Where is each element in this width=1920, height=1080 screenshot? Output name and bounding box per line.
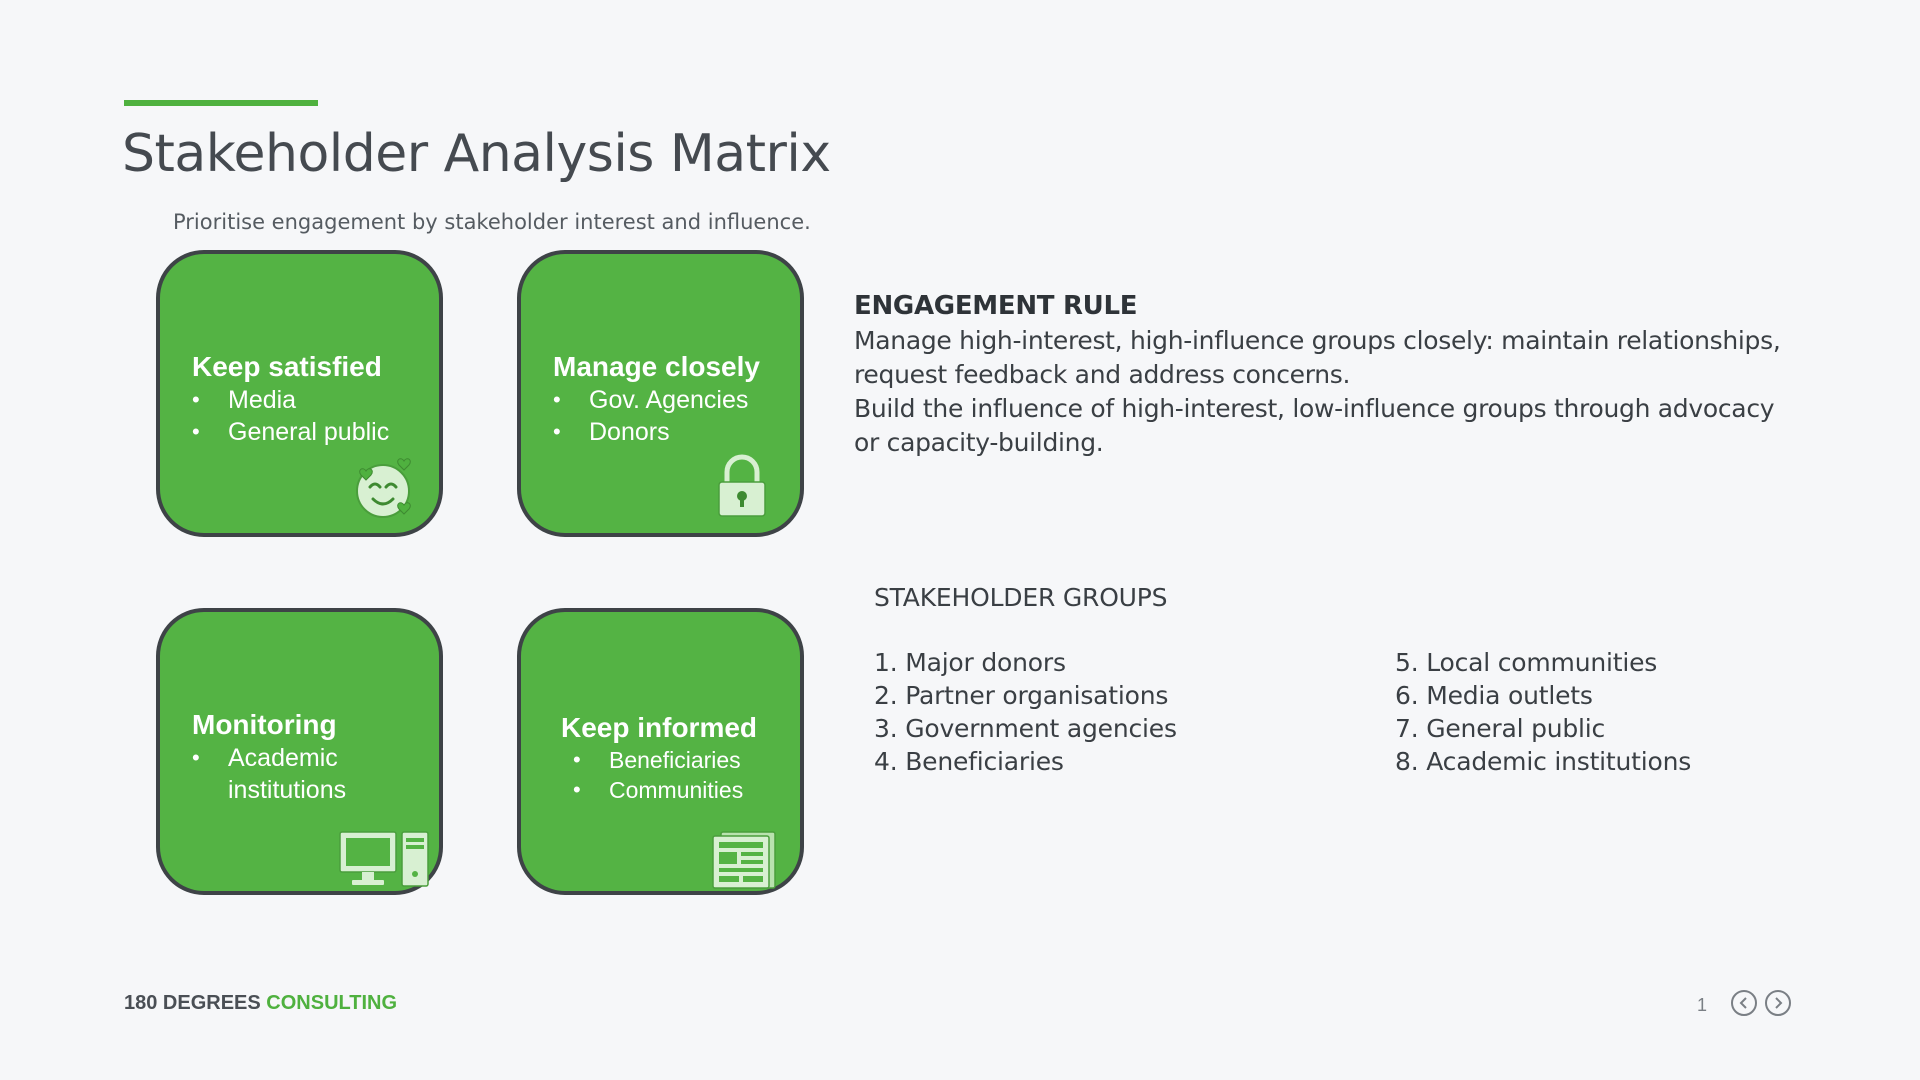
quadrant-item: Media bbox=[192, 384, 429, 416]
page-subtitle: Prioritise engagement by stakeholder int… bbox=[173, 210, 811, 234]
stakeholder-groups-list: 1. Major donors 2. Partner organisations… bbox=[874, 646, 1177, 778]
engagement-rule: ENGAGEMENT RULE Manage high-interest, hi… bbox=[854, 288, 1794, 460]
list-item: 4. Beneficiaries bbox=[874, 747, 1064, 776]
list-item: 3. Government agencies bbox=[874, 714, 1177, 743]
quadrant-monitoring: Monitoring Academic institutions bbox=[156, 608, 443, 895]
quadrant-manage-closely: Manage closely Gov. Agencies Donors bbox=[517, 250, 804, 537]
list-item: 2. Partner organisations bbox=[874, 681, 1169, 710]
stakeholder-groups-title: STAKEHOLDER GROUPS bbox=[874, 583, 1168, 612]
previous-slide-button[interactable] bbox=[1731, 990, 1757, 1016]
quadrant-list: Media General public bbox=[192, 384, 429, 448]
quadrant-item: Communities bbox=[573, 775, 790, 805]
engagement-rule-text: Build the influence of high-interest, lo… bbox=[854, 394, 1775, 457]
list-item: 1. Major donors bbox=[874, 648, 1066, 677]
padlock-icon bbox=[718, 454, 766, 517]
chevron-right-icon bbox=[1775, 997, 1783, 1009]
quadrant-heading: Monitoring bbox=[192, 709, 337, 740]
quadrant-item: Beneficiaries bbox=[573, 745, 790, 775]
footer-brand: 180 DEGREES CONSULTING bbox=[124, 992, 397, 1015]
quadrant-keep-satisfied: Keep satisfied Media General public bbox=[156, 250, 443, 537]
newspaper-icon bbox=[712, 831, 776, 889]
quadrant-list: Academic institutions bbox=[192, 742, 429, 806]
quadrant-item: General public bbox=[192, 416, 429, 448]
quadrant-list: Beneficiaries Communities bbox=[573, 745, 790, 805]
list-item: 8. Academic institutions bbox=[1395, 747, 1692, 776]
desktop-computer-icon bbox=[339, 831, 429, 887]
title-accent-bar bbox=[124, 100, 318, 106]
list-item: 6. Media outlets bbox=[1395, 681, 1593, 710]
brand-text-accent: CONSULTING bbox=[266, 992, 398, 1014]
quadrant-item: Academic institutions bbox=[192, 742, 428, 806]
quadrant-keep-informed: Keep informed Beneficiaries Communities bbox=[517, 608, 804, 895]
list-item: 5. Local communities bbox=[1395, 648, 1658, 677]
page-number: 1 bbox=[1697, 995, 1708, 1015]
chevron-left-icon bbox=[1739, 997, 1747, 1009]
quadrant-item: Gov. Agencies bbox=[553, 384, 790, 416]
next-slide-button[interactable] bbox=[1765, 990, 1791, 1016]
quadrant-heading: Keep satisfied bbox=[192, 351, 382, 382]
quadrant-heading: Keep informed bbox=[561, 712, 758, 743]
smiling-face-hearts-icon bbox=[356, 458, 411, 518]
quadrant-item: Donors bbox=[553, 416, 790, 448]
engagement-rule-title: ENGAGEMENT RULE bbox=[854, 291, 1138, 321]
quadrant-list: Gov. Agencies Donors bbox=[553, 384, 790, 448]
page-title: Stakeholder Analysis Matrix bbox=[122, 124, 831, 184]
stakeholder-groups-list: 5. Local communities 6. Media outlets 7.… bbox=[1395, 646, 1691, 778]
brand-text: 180 DEGREES bbox=[124, 992, 267, 1014]
list-item: 7. General public bbox=[1395, 714, 1606, 743]
quadrant-heading: Manage closely bbox=[553, 351, 760, 382]
engagement-rule-text: Manage high-interest, high-influence gro… bbox=[854, 326, 1781, 389]
